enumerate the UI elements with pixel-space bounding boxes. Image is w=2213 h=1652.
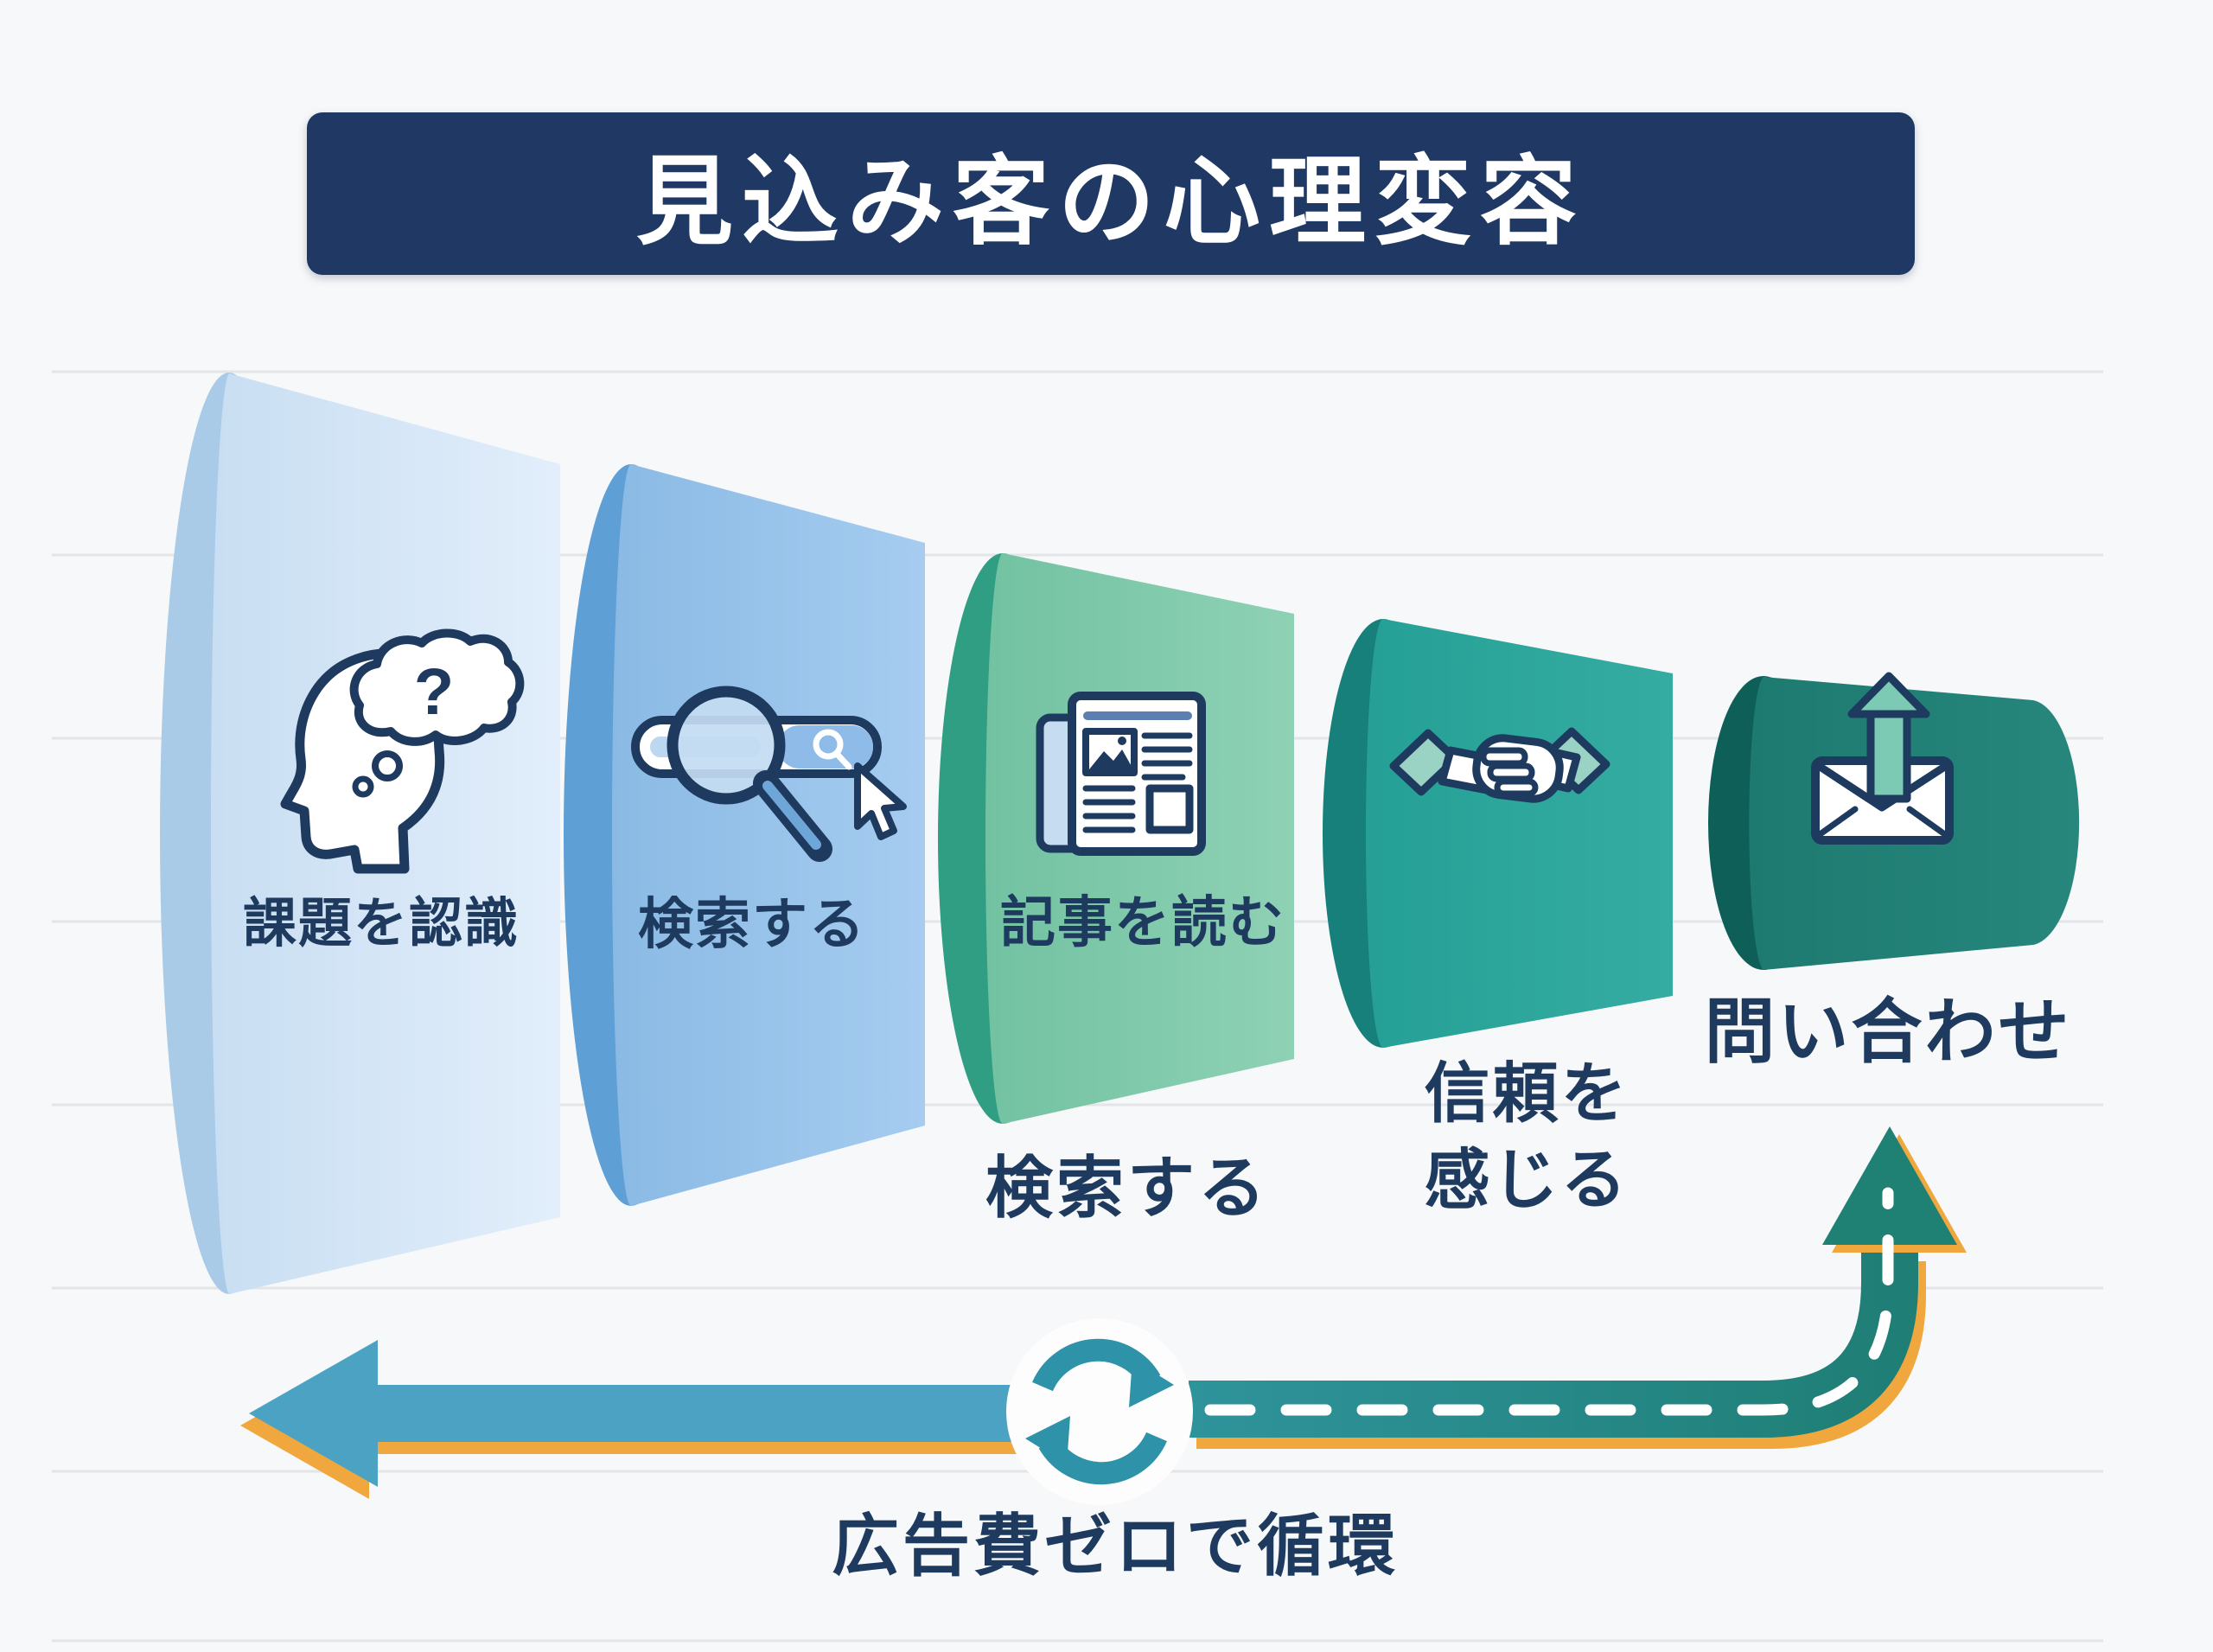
stage-1-label: 課題を認識 <box>242 894 520 954</box>
road-path <box>1189 1250 1918 1438</box>
funnel-stage-4-body <box>1366 619 1673 1048</box>
cycle-caption: 広告費ゼロで循環 <box>831 1508 1400 1584</box>
funnel-stage-2-body <box>612 464 925 1206</box>
newspaper-ad-box <box>1145 784 1194 834</box>
stage-3-below-label: 検索する <box>985 1150 1270 1226</box>
stage-4-label-line2: 感じる <box>1424 1144 1629 1217</box>
title-banner: 見込み客の心理変容 <box>307 112 1915 275</box>
stage-5-label: 問い合わせ <box>1704 992 2072 1072</box>
stage-4-label-line1: 信頼を <box>1424 1057 1629 1131</box>
newspaper-icon <box>1036 692 1206 856</box>
up-arrowhead <box>1822 1126 1957 1245</box>
page-title: 見込み客の心理変容 <box>636 148 1585 256</box>
left-return-arrow <box>249 1340 1098 1487</box>
stage-4-label: 信頼を 感じる <box>1425 1051 1629 1224</box>
funnel-stage-2 <box>564 464 925 1206</box>
thinking-head-icon: ? <box>280 628 525 874</box>
thought-cloud-icon <box>349 628 525 746</box>
road-dashes <box>1204 1187 1894 1416</box>
return-flow <box>240 1126 1967 1505</box>
search-button-area <box>778 725 873 769</box>
magnifier-lens-icon <box>666 686 786 805</box>
mail-flap-lines <box>1814 762 1950 812</box>
question-mark-glyph: ? <box>414 655 454 729</box>
search-bar-icon <box>631 686 907 862</box>
funnel-stage-4 <box>1323 619 1673 1048</box>
cursor-icon <box>854 762 907 840</box>
mail-up-arrow <box>1847 672 1930 803</box>
stage-3-label: 記事を読む <box>1000 891 1285 954</box>
stage-2-label: 検索する <box>638 893 866 955</box>
small-magnifier-glyph <box>813 729 844 760</box>
mail-send-icon <box>1811 672 1954 845</box>
handshake-icon <box>1389 727 1610 803</box>
recycle-icon <box>1025 1338 1174 1485</box>
